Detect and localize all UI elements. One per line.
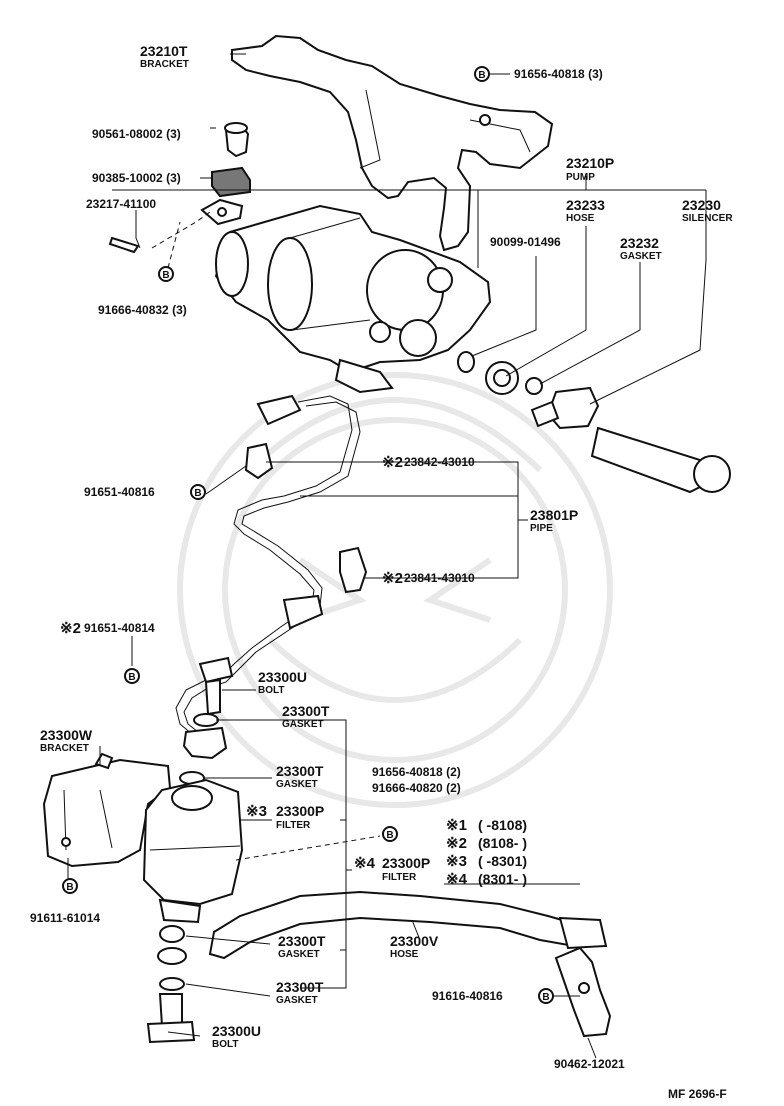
- label-23210t-number: 23210T: [140, 43, 188, 59]
- part-labels: 23210T BRACKET 91656-40818 (3) 90561-080…: [30, 43, 733, 1071]
- svg-text:B: B: [478, 70, 485, 81]
- label-23217: 23217-41100: [86, 197, 156, 211]
- label-91656-top: 91656-40818 (3): [514, 67, 603, 81]
- label-23300u-upper-name: BOLT: [258, 685, 284, 696]
- fuel-pipe: [175, 394, 368, 735]
- svg-text:B: B: [128, 672, 135, 683]
- legend-mark-4: ※4: [446, 871, 468, 888]
- date-legend: ※1 ( -8108) ※2 (8108- ) ※3 ( -8301) ※4 (…: [446, 817, 527, 888]
- label-23300v-name: HOSE: [390, 949, 419, 960]
- label-23230-name: SILENCER: [682, 213, 733, 224]
- label-23233-number: 23233: [566, 197, 605, 213]
- label-23300t-1-number: 23300T: [282, 703, 330, 719]
- label-23210t-name: BRACKET: [140, 59, 189, 70]
- drawing-code: MF 2696-F: [668, 1087, 727, 1101]
- fuel-filter: [142, 771, 244, 924]
- label-23300t-3-number: 23300T: [278, 933, 326, 949]
- bolt-markers: B B B B B B B: [62, 66, 554, 1004]
- bolt-marker-top: B: [474, 66, 490, 82]
- upper-bolt-and-gasket: [182, 656, 234, 760]
- label-23300w-name: BRACKET: [40, 743, 89, 754]
- bolt-marker-pipe: B: [190, 484, 206, 500]
- bolt-marker-bracket: B: [62, 878, 78, 894]
- mount-cushion: [108, 122, 251, 254]
- label-23300w-number: 23300W: [40, 727, 93, 743]
- label-90561: 90561-08002 (3): [92, 127, 181, 141]
- label-91656-mid: 91656-40818 (2): [372, 765, 461, 779]
- legend-range-3: ( -8301): [478, 853, 527, 869]
- label-23801p-name: PIPE: [530, 523, 553, 534]
- label-filter-3-name: FILTER: [276, 820, 311, 831]
- label-23300t-1-name: GASKET: [282, 719, 324, 730]
- label-91616: 91616-40816: [432, 989, 503, 1003]
- label-23300t-2-number: 23300T: [276, 763, 324, 779]
- legend-range-4: (8301- ): [478, 871, 527, 887]
- label-filter-3-mark: ※3: [246, 803, 267, 820]
- label-23230-number: 23230: [682, 197, 721, 213]
- label-23842-mark: ※2: [382, 454, 403, 471]
- label-23210p-name: PUMP: [566, 172, 595, 183]
- top-bracket: [231, 34, 554, 252]
- label-23842: 23842-43010: [404, 455, 475, 469]
- legend-range-2: (8108- ): [478, 835, 527, 851]
- bolt-marker-pump: B: [158, 266, 174, 282]
- watermark-emblem: [177, 372, 613, 808]
- label-filter-4-number: 23300P: [382, 855, 430, 871]
- legend-mark-3: ※3: [446, 853, 467, 870]
- label-91666-top: 91666-40832 (3): [98, 303, 187, 317]
- legend-range-1: ( -8108): [478, 817, 527, 833]
- label-91666-mid: 91666-40820 (2): [372, 781, 461, 795]
- label-23300t-4-name: GASKET: [276, 995, 318, 1006]
- label-90462: 90462-12021: [554, 1057, 625, 1071]
- label-91651-a: 91651-40816: [84, 485, 155, 499]
- label-23841: 23841-43010: [404, 571, 475, 585]
- label-91651-b-mark: ※2: [60, 620, 81, 637]
- svg-text:B: B: [542, 992, 549, 1003]
- label-23300t-2-name: GASKET: [276, 779, 318, 790]
- label-23841-mark: ※2: [382, 570, 403, 587]
- label-23300u-lower-name: BOLT: [212, 1039, 238, 1050]
- label-23232-name: GASKET: [620, 251, 662, 262]
- svg-text:B: B: [194, 488, 201, 499]
- bolt-marker-filter-mid: B: [382, 826, 398, 842]
- label-23300v-number: 23300V: [390, 933, 439, 949]
- lower-clamp: [554, 946, 612, 1038]
- svg-text:B: B: [162, 270, 169, 281]
- label-23300t-4-number: 23300T: [276, 979, 324, 995]
- label-90099: 90099-01496: [490, 235, 561, 249]
- bolt-marker-filter-top: B: [124, 668, 140, 684]
- label-23300t-3-name: GASKET: [278, 949, 320, 960]
- label-23300u-lower-number: 23300U: [212, 1023, 261, 1039]
- label-91651-b: 91651-40814: [84, 621, 155, 635]
- label-filter-4-name: FILTER: [382, 872, 417, 883]
- bolt-marker-clamp: B: [538, 988, 554, 1004]
- label-23801p-number: 23801P: [530, 507, 578, 523]
- label-23300u-upper-number: 23300U: [258, 669, 307, 685]
- legend-mark-2: ※2: [446, 835, 467, 852]
- label-23232-number: 23232: [620, 235, 659, 251]
- label-filter-3-number: 23300P: [276, 803, 324, 819]
- legend-mark-1: ※1: [446, 817, 467, 834]
- label-90385: 90385-10002 (3): [92, 171, 181, 185]
- label-91611: 91611-61014: [30, 911, 100, 925]
- filter-bracket: [42, 752, 172, 868]
- fuel-pump: [214, 204, 492, 394]
- label-23233-name: HOSE: [566, 213, 595, 224]
- leader-lines: [67, 53, 707, 1059]
- svg-text:B: B: [66, 882, 73, 893]
- label-23210p-number: 23210P: [566, 155, 614, 171]
- label-filter-4-mark: ※4: [354, 855, 376, 872]
- lower-hose: [146, 890, 608, 1044]
- svg-text:B: B: [386, 830, 393, 841]
- hose-and-silencer: [457, 351, 731, 494]
